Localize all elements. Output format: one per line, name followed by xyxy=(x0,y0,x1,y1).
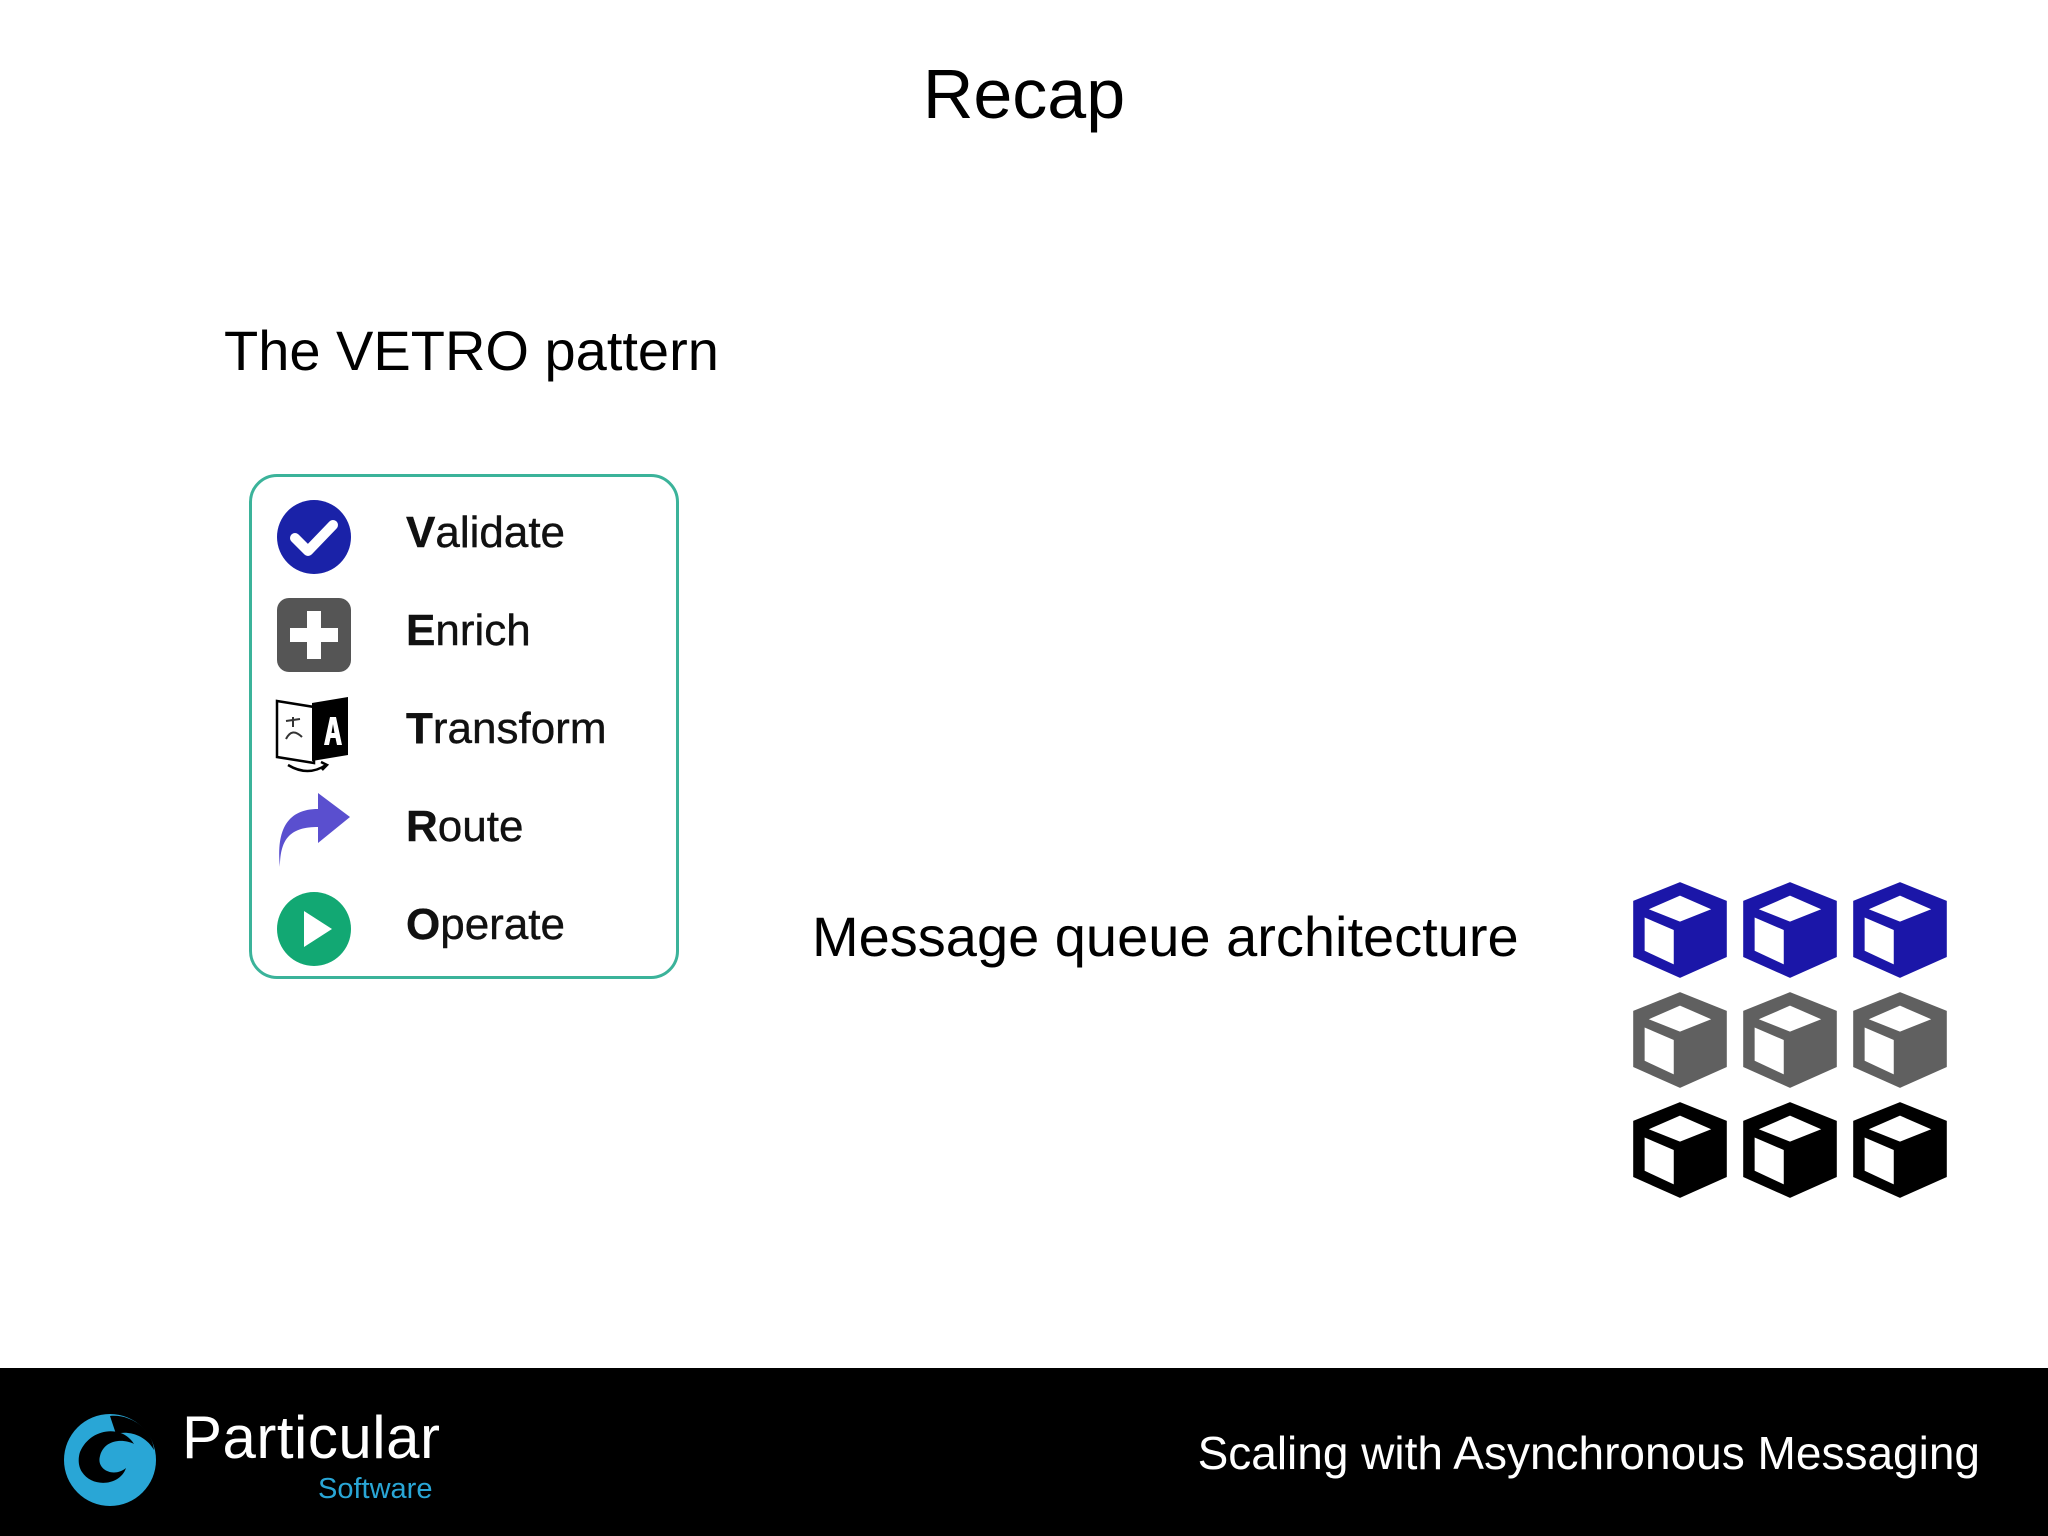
vetro-item-validate: Validate xyxy=(252,485,676,583)
vetro-heading: The VETRO pattern xyxy=(224,319,719,382)
vetro-item-label: Transform xyxy=(406,704,607,753)
logo-wordmark: Particular xyxy=(182,1404,441,1471)
cube-icon xyxy=(1633,1102,1727,1198)
vetro-item-route: Route xyxy=(252,779,676,877)
vetro-item-enrich: Enrich xyxy=(252,583,676,681)
vetro-item-label: Validate xyxy=(406,508,566,557)
check-circle-icon xyxy=(277,500,351,574)
cube-icon xyxy=(1853,992,1947,1088)
particular-logo-icon xyxy=(64,1414,156,1506)
vetro-item-operate: Operate xyxy=(252,877,676,975)
cube-icon xyxy=(1743,1102,1837,1198)
footer: Particular Software Scaling with Asynchr… xyxy=(0,1368,2048,1536)
cube-icon xyxy=(1743,992,1837,1088)
vetro-item-label: Operate xyxy=(406,900,565,949)
plus-square-icon xyxy=(277,598,351,672)
cube-icon xyxy=(1853,882,1947,978)
cube-icon xyxy=(1853,1102,1947,1198)
cube-icon xyxy=(1633,992,1727,1088)
vetro-item-transform: Transform xyxy=(252,681,676,779)
cube-grid xyxy=(1628,878,1954,1204)
vetro-item-label: Enrich xyxy=(406,606,531,655)
play-circle-icon xyxy=(277,892,351,966)
mq-architecture-label: Message queue architecture xyxy=(812,905,1519,968)
slide-title: Recap xyxy=(922,55,1126,133)
vetro-item-label: Route xyxy=(406,802,524,851)
translate-icon xyxy=(275,697,348,773)
vetro-pattern-box: Validate Enrich Transform Route Oper xyxy=(249,474,679,979)
presentation-title: Scaling with Asynchronous Messaging xyxy=(1197,1427,1980,1479)
forward-arrow-icon xyxy=(279,793,350,867)
logo-subtitle: Software xyxy=(318,1473,433,1505)
cube-icon xyxy=(1743,882,1837,978)
cube-icon xyxy=(1633,882,1727,978)
